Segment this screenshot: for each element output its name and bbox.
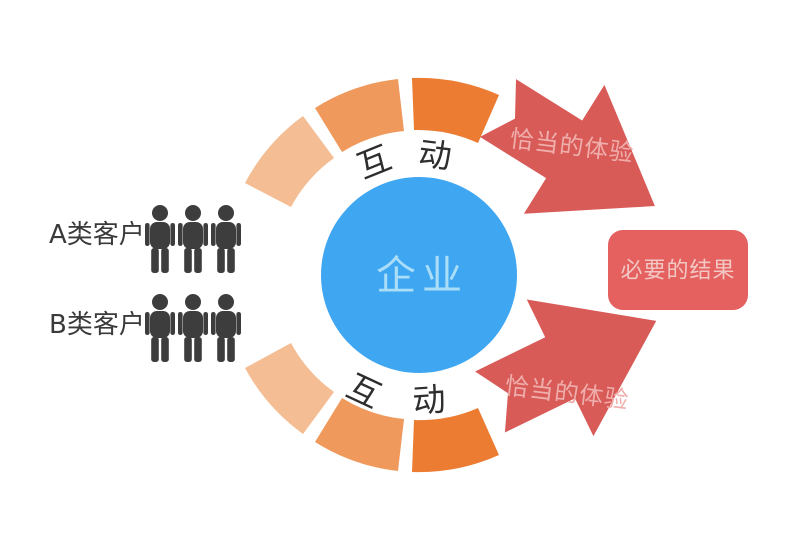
enterprise-label: 企业 [376,253,468,299]
person-icon [145,205,175,273]
person-icon [178,205,208,273]
person-icon [211,294,241,362]
interaction-ring [245,77,499,473]
result-box: 必要的结果 [608,230,748,310]
customer-a-person-icons [145,205,241,273]
customer-group-a: A类客户 [49,205,241,273]
person-icon [211,205,241,273]
customer-b-person-icons [145,294,241,362]
enterprise-circle: 企业 [321,177,517,373]
interaction-label-top: 互 动 [351,134,453,187]
person-icon [145,294,175,362]
arrow-bottom-shape [475,299,657,437]
ring-segment-bottom-2 [315,398,404,471]
ring-segment-top-2 [315,79,404,152]
ring-segment-bottom-3 [412,408,499,473]
ring-segment-bottom-1 [245,343,334,434]
interaction-bottom-char-2: 动 [411,379,447,420]
customer-group-b: B类客户 [49,294,241,362]
ring-segment-top-3 [412,77,499,143]
interaction-top-char-1: 互 [351,138,396,187]
result-box-shape [608,230,748,310]
result-label: 必要的结果 [620,259,735,284]
person-icon [178,294,208,362]
experience-arrow-top: 恰当的体验 [479,79,655,214]
customer-b-label: B类客户 [49,310,145,340]
enterprise-circle-shape [321,177,517,373]
ring-segment-top-1 [245,116,334,207]
customer-a-label: A类客户 [49,220,145,250]
interaction-top-char-2: 动 [416,134,454,177]
experience-arrow-bottom: 恰当的体验 [475,299,657,437]
arrow-top-shape [479,79,655,214]
